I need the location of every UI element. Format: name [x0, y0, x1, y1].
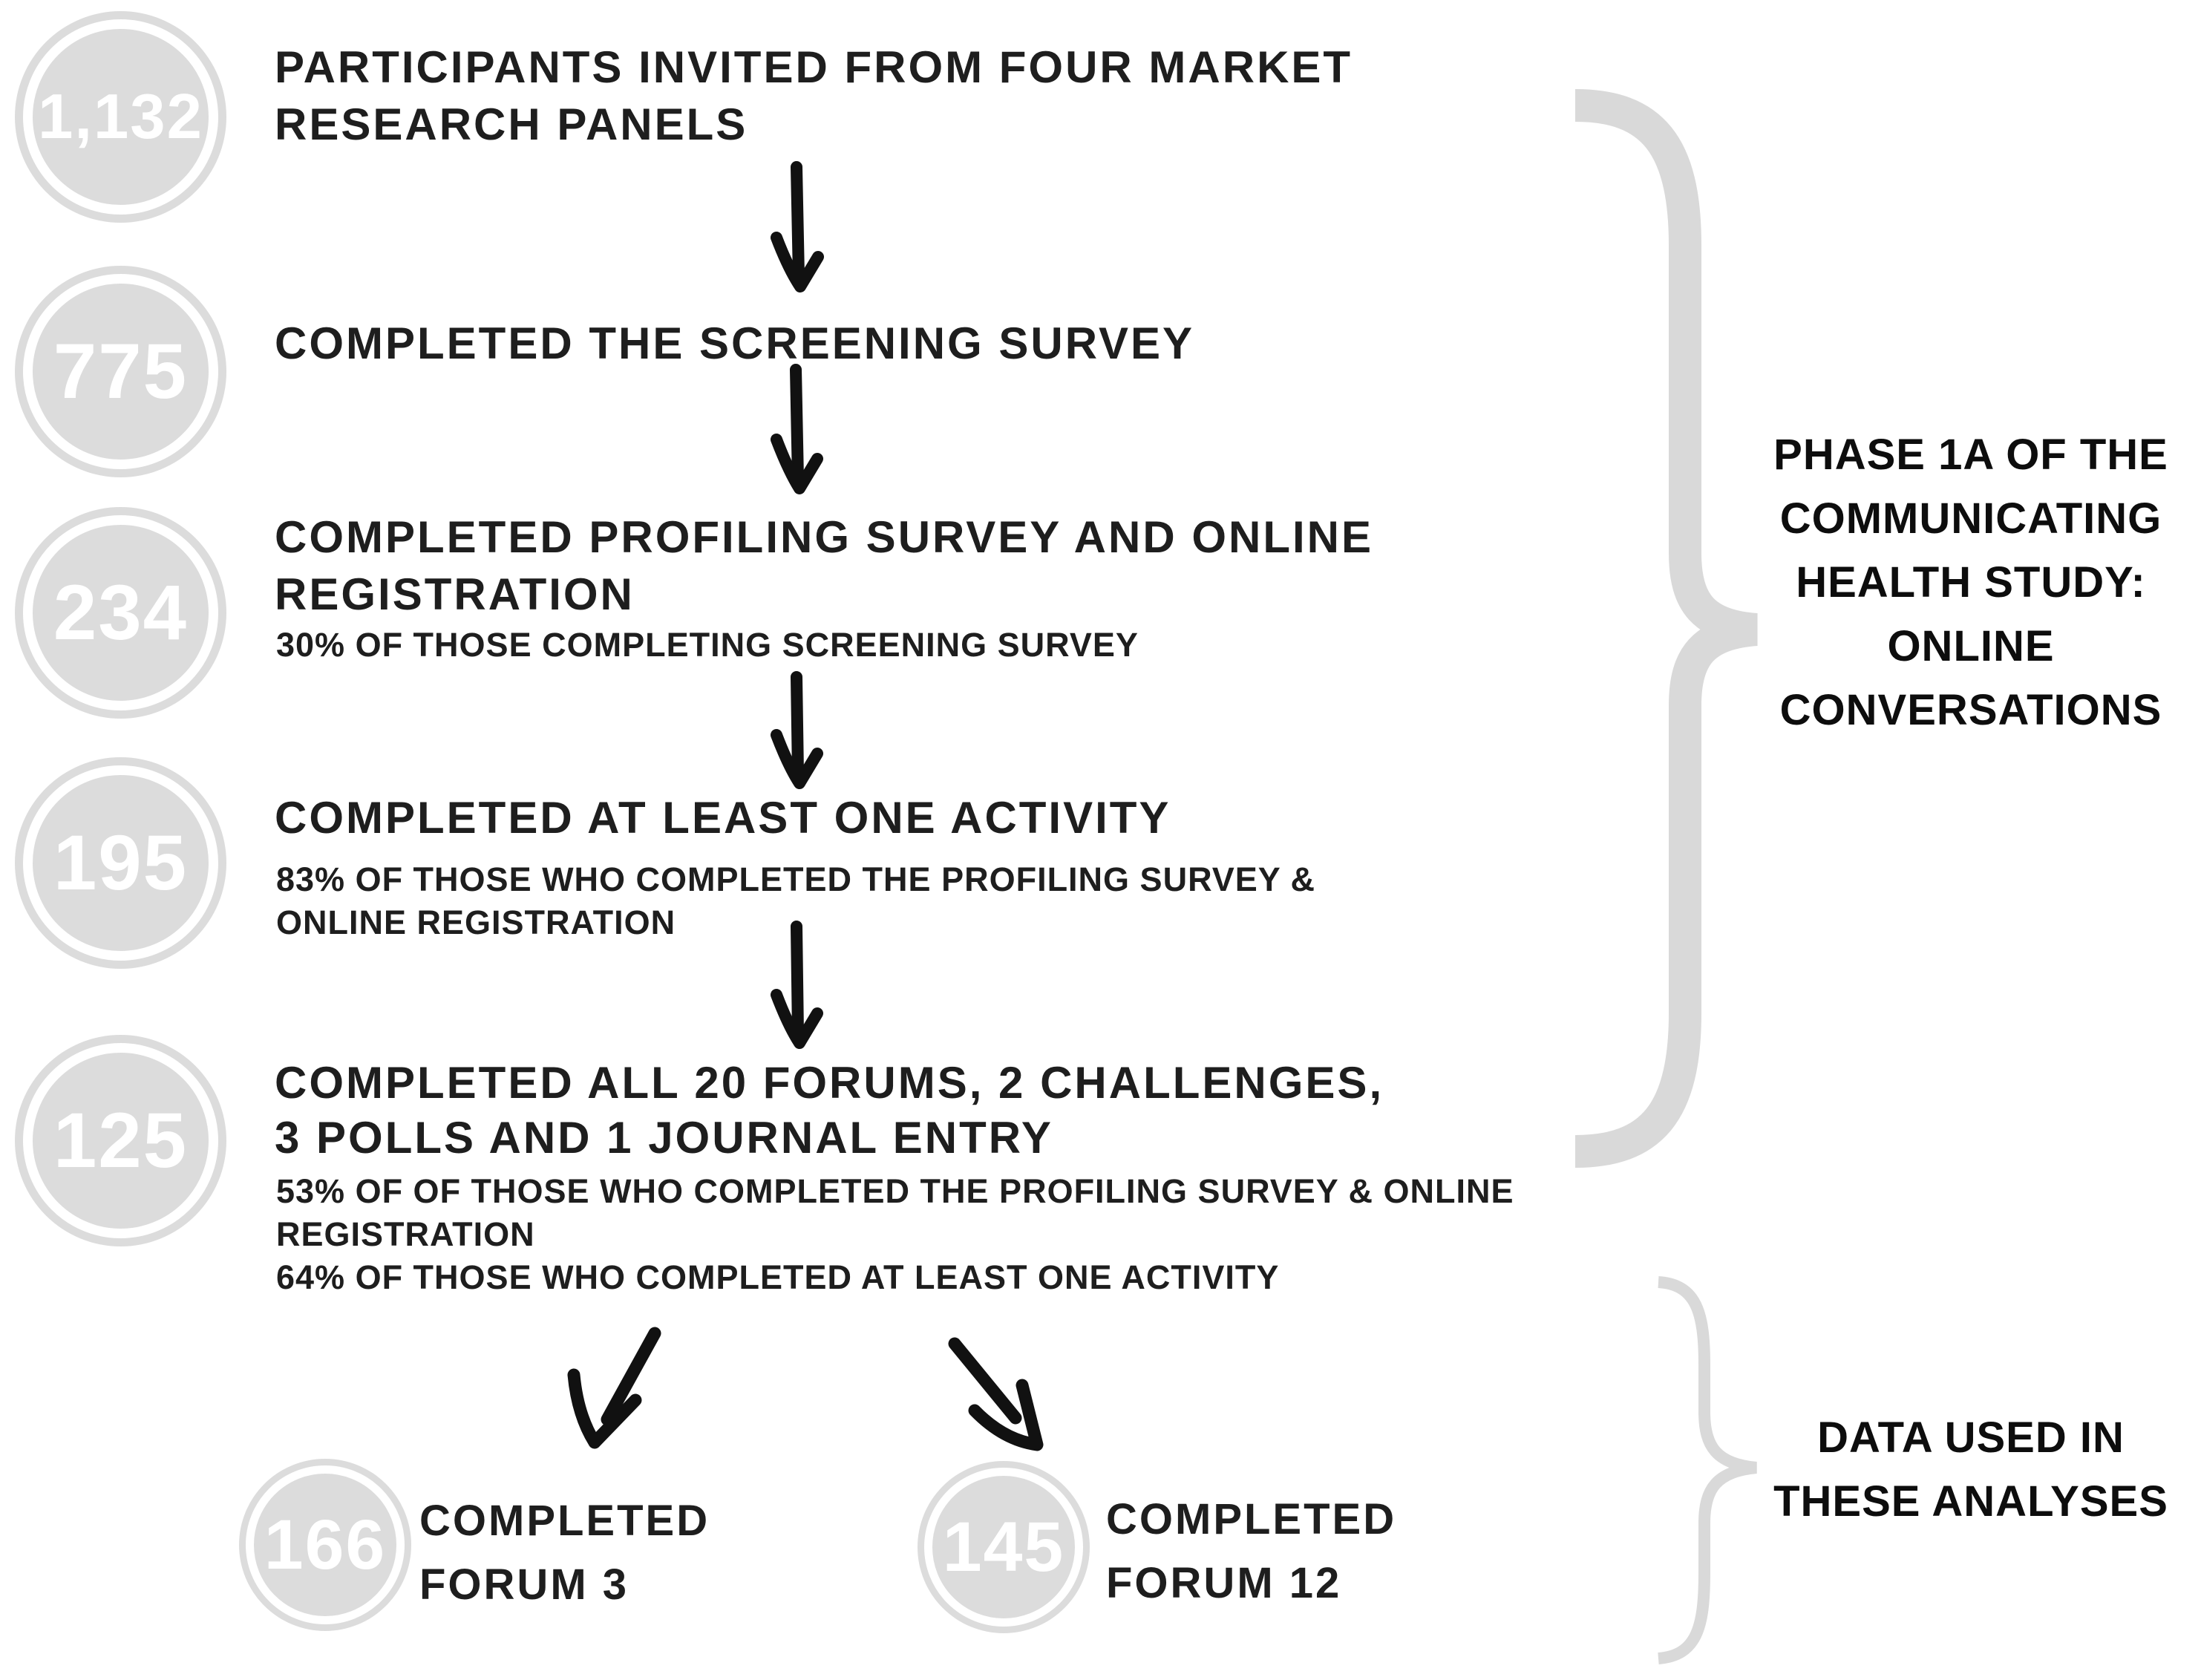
- step-title-screening: COMPLETED THE SCREENING SURVEY: [275, 315, 1194, 372]
- step-title-line: REGISTRATION: [275, 569, 635, 619]
- step-subtext-all-activities: 53% OF OF THOSE WHO COMPLETED THE PROFIL…: [276, 1170, 1514, 1299]
- step-subtext-one-activity: 83% OF THOSE WHO COMPLETED THE PROFILING…: [276, 858, 1315, 944]
- phase1a-brace-icon: [1574, 89, 1759, 1168]
- phase1a-label-line: CONVERSATIONS: [1779, 686, 2162, 734]
- circle-ring: [246, 1465, 405, 1624]
- step-title-one-activity: COMPLETED AT LEAST ONE ACTIVITY: [275, 789, 1171, 846]
- down-arrow-2-icon: [771, 364, 823, 494]
- step-title-line: COMPLETED ALL 20 FORUMS, 2 CHALLENGES,: [275, 1058, 1384, 1108]
- step-subtext-line: ONLINE REGISTRATION: [276, 903, 676, 941]
- step-title-profiling: COMPLETED PROFILING SURVEY AND ONLINE RE…: [275, 509, 1373, 623]
- step-title-line: COMPLETED PROFILING SURVEY AND ONLINE: [275, 512, 1374, 562]
- phase1a-label-line: ONLINE: [1887, 622, 2055, 670]
- count-value: 166: [264, 1505, 387, 1584]
- count-value: 1,132: [38, 81, 203, 152]
- count-circle-invited: 1,132: [15, 11, 226, 223]
- count-circle-forum3: 166: [239, 1459, 411, 1631]
- circle-ring: [924, 1468, 1083, 1627]
- outcome-title-forum12: COMPLETED FORUM 12: [1106, 1488, 1396, 1615]
- phase1a-label: PHASE 1A OF THE COMMUNICATING HEALTH STU…: [1733, 423, 2201, 742]
- phase1a-label-line: COMMUNICATING: [1779, 494, 2162, 543]
- count-circle-screening: 775: [15, 266, 226, 477]
- step-title-line: PARTICIPANTS INVITED FROM FOUR MARKET: [275, 42, 1353, 92]
- step-subtext-profiling: 30% OF THOSE COMPLETING SCREENING SURVEY: [276, 624, 1139, 667]
- count-value: 775: [53, 327, 189, 415]
- step-title-line: COMPLETED AT LEAST ONE ACTIVITY: [275, 793, 1171, 843]
- outcome-title-line: COMPLETED: [419, 1497, 710, 1545]
- split-arrow-left-icon: [567, 1327, 661, 1449]
- analyses-brace-icon: [1658, 1276, 1757, 1664]
- outcome-title-line: FORUM 3: [419, 1560, 629, 1609]
- step-subtext-line: 83% OF THOSE WHO COMPLETED THE PROFILING…: [276, 860, 1315, 898]
- down-arrow-1-icon: [771, 161, 824, 292]
- analyses-label: DATA USED IN THESE ANALYSES: [1733, 1406, 2201, 1534]
- step-title-line: 3 POLLS AND 1 JOURNAL ENTRY: [275, 1113, 1053, 1163]
- phase1a-label-line: HEALTH STUDY:: [1796, 558, 2146, 607]
- outcome-title-line: FORUM 12: [1106, 1559, 1342, 1607]
- count-circle-one-activity: 195: [15, 757, 226, 969]
- step-title-all-activities: COMPLETED ALL 20 FORUMS, 2 CHALLENGES, 3…: [275, 1056, 1384, 1166]
- split-arrow-right-icon: [948, 1337, 1044, 1451]
- outcome-title-line: COMPLETED: [1106, 1495, 1397, 1543]
- step-subtext-line: REGISTRATION: [276, 1215, 535, 1253]
- count-value: 234: [53, 569, 189, 656]
- step-title-line: RESEARCH PANELS: [275, 99, 748, 149]
- step-title-line: COMPLETED THE SCREENING SURVEY: [275, 318, 1195, 368]
- step-subtext-line: 30% OF THOSE COMPLETING SCREENING SURVEY: [276, 626, 1139, 664]
- count-circle-forum12: 145: [918, 1461, 1090, 1633]
- count-circle-profiling: 234: [15, 507, 226, 719]
- analyses-label-line: THESE ANALYSES: [1773, 1477, 2168, 1526]
- phase1a-label-line: PHASE 1A OF THE: [1773, 431, 2168, 479]
- step-subtext-line: 53% OF OF THOSE WHO COMPLETED THE PROFIL…: [276, 1172, 1514, 1210]
- outcome-title-forum3: COMPLETED FORUM 3: [419, 1489, 710, 1617]
- step-title-invited: PARTICIPANTS INVITED FROM FOUR MARKET RE…: [275, 39, 1353, 153]
- count-value: 195: [53, 819, 189, 906]
- count-value: 145: [942, 1507, 1065, 1586]
- step-subtext-line: 64% OF THOSE WHO COMPLETED AT LEAST ONE …: [276, 1258, 1280, 1296]
- analyses-label-line: DATA USED IN: [1817, 1413, 2125, 1462]
- down-arrow-3-icon: [771, 671, 823, 789]
- down-arrow-4-icon: [771, 921, 823, 1049]
- count-value: 125: [53, 1096, 189, 1184]
- count-circle-all-activities: 125: [15, 1035, 226, 1246]
